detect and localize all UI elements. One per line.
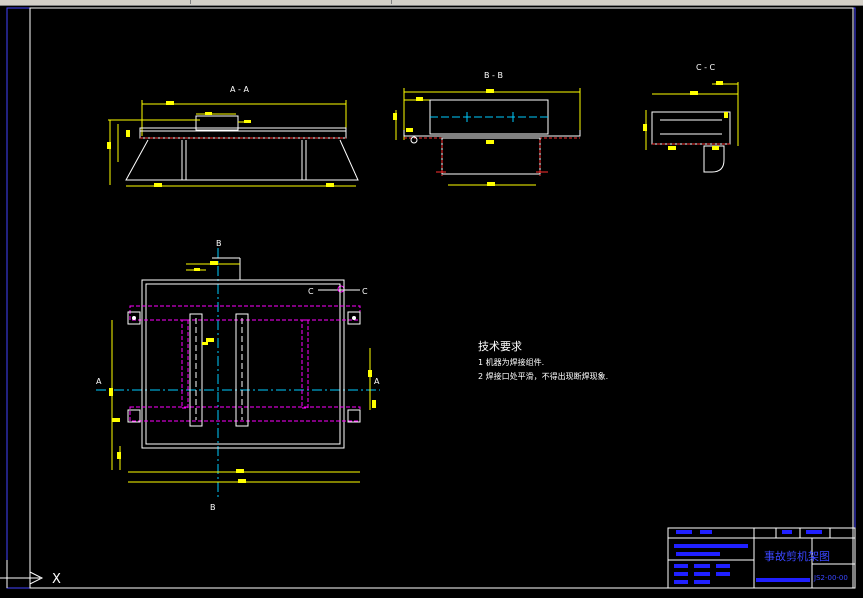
sheet-frame-outer [6, 7, 856, 589]
ucs-icon: X [0, 560, 61, 588]
cut-c-left-label: C [308, 287, 314, 296]
section-bb-label: B - B [484, 71, 503, 80]
cut-c-right-label: C [362, 287, 368, 296]
technical-notes: 技术要求 1 机器为焊接组件. 2 焊接口处平滑，不得出现断焊现象. [478, 340, 608, 381]
cut-b-bottom-label: B [210, 503, 216, 512]
drawing-name: 事故剪机架图 [764, 549, 830, 563]
drawing-canvas[interactable]: A - A B - B [0, 6, 863, 598]
cut-a-left-label: A [96, 377, 102, 386]
plan-view: B B A A C C [96, 239, 380, 512]
section-aa-label: A - A [230, 85, 249, 94]
title-block: 事故剪机架图 JS2-00-00 [667, 527, 856, 589]
section-bb-view: B - B [393, 71, 581, 186]
toolbar-segment [191, 0, 392, 4]
notes-line-1: 1 机器为焊接组件. [478, 357, 544, 367]
notes-line-2: 2 焊接口处平滑，不得出现断焊现象. [478, 371, 608, 381]
section-cc-view: C - C [643, 63, 739, 173]
notes-heading: 技术要求 [478, 340, 522, 353]
top-toolbar-strip [0, 0, 863, 6]
section-aa-view: A - A [107, 85, 359, 187]
toolbar-segment [0, 0, 191, 4]
ucs-x-label: X [52, 572, 61, 587]
cut-b-top-label: B [216, 239, 222, 248]
section-cc-label: C - C [696, 63, 716, 72]
sheet-frame [29, 7, 854, 589]
drawing-code: JS2-00-00 [813, 574, 848, 582]
cut-a-right-label: A [374, 377, 380, 386]
